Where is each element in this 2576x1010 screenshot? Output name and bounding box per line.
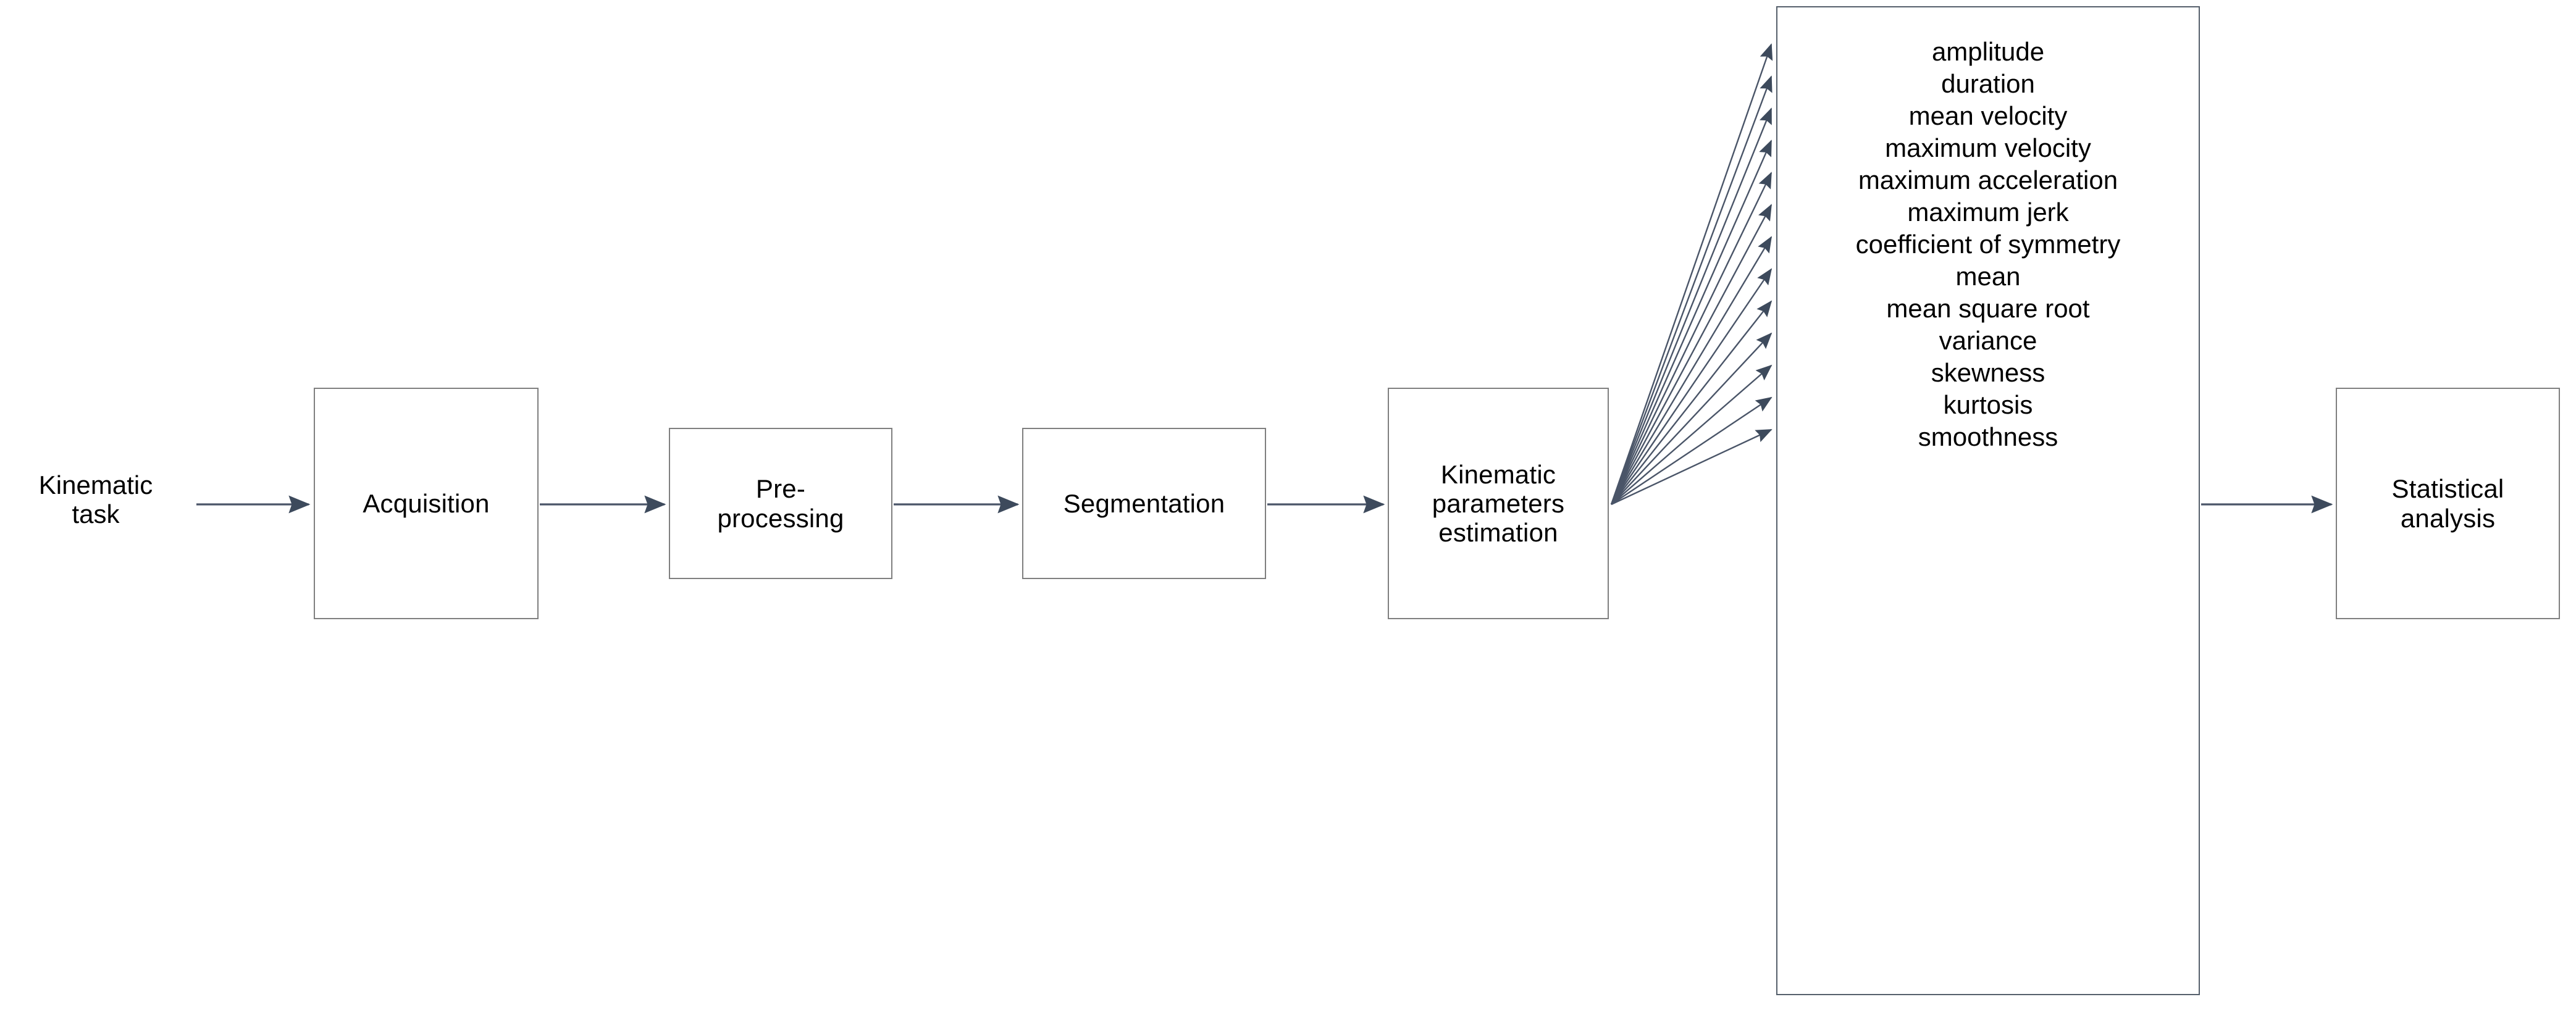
node-statistical-analysis[interactable]: Statistical analysis	[2336, 388, 2560, 619]
node-acquisition-label: Acquisition	[363, 488, 490, 518]
node-preprocessing[interactable]: Pre- processing	[669, 428, 892, 579]
node-statistical-analysis-label: Statistical analysis	[2391, 474, 2504, 533]
parameter-list-item: mean velocity	[1908, 101, 2068, 130]
node-kinematic-parameters-estimation[interactable]: Kinematic parameters estimation	[1388, 388, 1609, 619]
parameter-list-item: maximum jerk	[1907, 198, 2069, 227]
node-kinematic-parameters-estimation-label: Kinematic parameters estimation	[1432, 459, 1565, 548]
parameter-list-item: maximum velocity	[1885, 133, 2091, 162]
parameter-list-item: smoothness	[1918, 422, 2058, 451]
parameter-list-item: kurtosis	[1943, 390, 2033, 419]
parameter-list-box: amplitude duration mean velocity maximum ve…	[1776, 6, 2200, 995]
parameter-list-item: maximum acceleration	[1858, 165, 2118, 194]
parameter-list-item: duration	[1941, 69, 2035, 98]
parameter-list-item: mean square root	[1886, 294, 2090, 323]
input-label-kinematic-task: Kinematic task	[38, 470, 153, 529]
parameter-list-item: mean	[1955, 262, 2021, 291]
node-preprocessing-label: Pre- processing	[717, 474, 844, 533]
arrow-fan-estimation-to-parameters	[1610, 43, 1773, 506]
parameter-list-item: skewness	[1931, 358, 2045, 387]
parameter-list-item: variance	[1939, 326, 2037, 355]
node-segmentation-label: Segmentation	[1063, 488, 1225, 518]
parameter-list-item: coefficient of symmetry	[1855, 230, 2121, 259]
node-acquisition[interactable]: Acquisition	[314, 388, 539, 619]
node-segmentation[interactable]: Segmentation	[1022, 428, 1266, 579]
parameter-list-item: amplitude	[1931, 37, 2045, 66]
